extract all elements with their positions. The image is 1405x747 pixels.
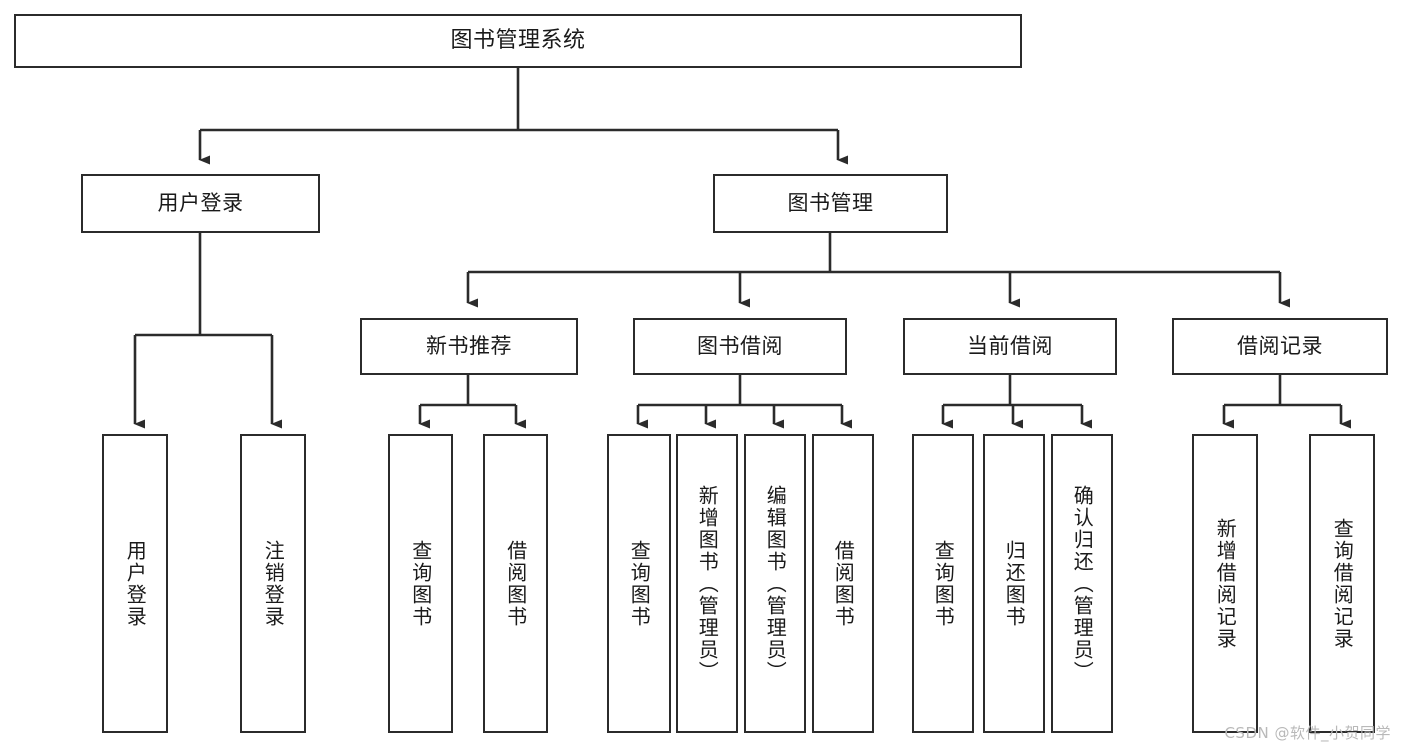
- node-label: 借阅图书: [503, 539, 528, 628]
- node-book-borrow[interactable]: 图书借阅: [633, 318, 847, 375]
- node-leaf-query-borrow-record[interactable]: 查询借阅记录: [1309, 434, 1375, 733]
- node-label: 查询图书: [408, 539, 433, 628]
- node-label: 图书管理: [787, 191, 874, 216]
- node-leaf-confirm-return-admin[interactable]: 确认归还（管理员）: [1051, 434, 1113, 733]
- node-label: 当前借阅: [967, 334, 1053, 359]
- node-leaf-query-book-borrow[interactable]: 查询图书: [607, 434, 671, 733]
- node-label: 新增借阅记录: [1213, 517, 1238, 650]
- node-label: 确认归还（管理员）: [1070, 484, 1095, 683]
- node-label: 归还图书: [1002, 539, 1027, 628]
- node-label: 新增图书（管理员）: [695, 484, 720, 683]
- node-leaf-query-book-recommend[interactable]: 查询图书: [388, 434, 453, 733]
- node-leaf-return-book[interactable]: 归还图书: [983, 434, 1045, 733]
- node-label: 编辑图书（管理员）: [763, 484, 788, 683]
- node-label: 注销登录: [261, 539, 286, 628]
- node-label: 查询图书: [627, 539, 652, 628]
- node-label: 借阅记录: [1237, 334, 1323, 359]
- node-leaf-borrow-book-recommend[interactable]: 借阅图书: [483, 434, 548, 733]
- node-label: 查询图书: [931, 539, 956, 628]
- node-leaf-borrow-book[interactable]: 借阅图书: [812, 434, 874, 733]
- node-label: 用户登录: [123, 539, 148, 628]
- node-label: 借阅图书: [831, 539, 856, 628]
- node-leaf-user-logout[interactable]: 注销登录: [240, 434, 306, 733]
- watermark-text: CSDN @软件_小贺同学: [1224, 724, 1391, 742]
- node-leaf-add-borrow-record[interactable]: 新增借阅记录: [1192, 434, 1258, 733]
- node-book-management-system[interactable]: 图书管理系统: [14, 14, 1022, 68]
- node-borrow-record[interactable]: 借阅记录: [1172, 318, 1388, 375]
- node-leaf-user-login[interactable]: 用户登录: [102, 434, 168, 733]
- node-label: 用户登录: [157, 191, 244, 216]
- node-leaf-add-book-admin[interactable]: 新增图书（管理员）: [676, 434, 738, 733]
- node-current-borrow[interactable]: 当前借阅: [903, 318, 1117, 375]
- node-label: 查询借阅记录: [1330, 517, 1355, 650]
- node-label: 图书管理系统: [450, 28, 586, 54]
- node-new-book-recommendation[interactable]: 新书推荐: [360, 318, 578, 375]
- node-book-management[interactable]: 图书管理: [713, 174, 948, 233]
- node-label: 新书推荐: [426, 334, 512, 359]
- node-label: 图书借阅: [697, 334, 783, 359]
- node-user-login[interactable]: 用户登录: [81, 174, 320, 233]
- node-leaf-edit-book-admin[interactable]: 编辑图书（管理员）: [744, 434, 806, 733]
- node-leaf-query-book-current[interactable]: 查询图书: [912, 434, 974, 733]
